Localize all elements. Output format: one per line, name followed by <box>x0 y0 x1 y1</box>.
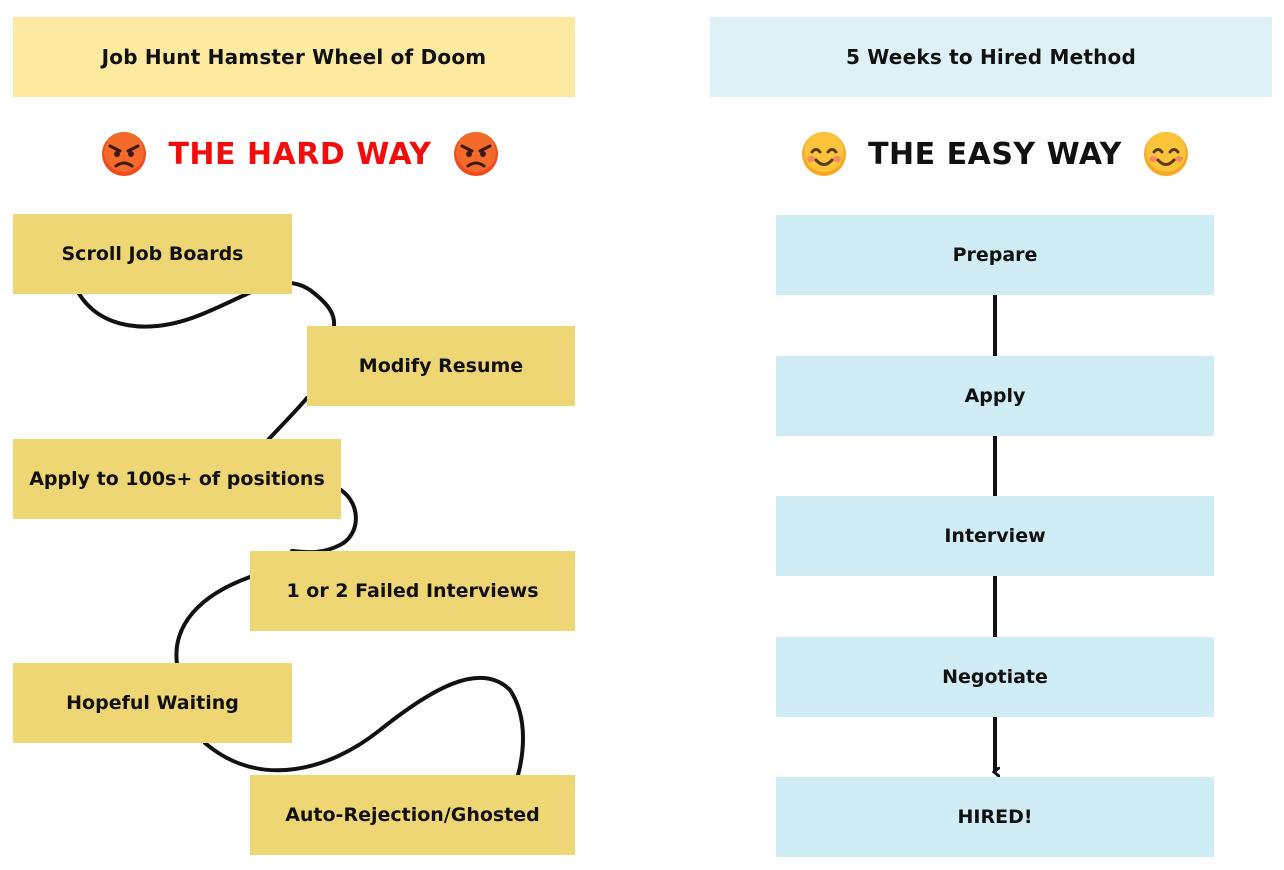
smiling-face-icon <box>800 130 848 178</box>
hard-step-hopeful-waiting: Hopeful Waiting <box>13 663 292 743</box>
hard-step-apply-positions: Apply to 100s+ of positions <box>13 439 341 519</box>
easy-step-negotiate: Negotiate <box>776 637 1214 717</box>
easy-way-heading-text: THE EASY WAY <box>868 136 1122 172</box>
hard-step-failed-interviews: 1 or 2 Failed Interviews <box>250 551 575 631</box>
hard-way-heading: THE HARD WAY <box>100 128 500 180</box>
hard-step-label: Modify Resume <box>358 355 524 377</box>
hard-step-auto-rejection: Auto-Rejection/Ghosted <box>250 775 575 855</box>
hard-way-heading-text: THE HARD WAY <box>168 136 432 172</box>
hard-connector-5 <box>203 675 525 777</box>
hard-step-label: 1 or 2 Failed Interviews <box>286 580 539 602</box>
easy-step-hired: HIRED! <box>776 777 1214 857</box>
easy-step-label: Negotiate <box>942 666 1048 688</box>
angry-face-icon <box>452 130 500 178</box>
easy-step-label: Apply <box>964 385 1026 407</box>
hard-way-banner-text: Job Hunt Hamster Wheel of Doom <box>101 45 487 69</box>
easy-step-apply: Apply <box>776 356 1214 436</box>
hard-connector-2 <box>266 396 309 442</box>
easy-step-label: HIRED! <box>957 806 1033 828</box>
easy-way-banner-text: 5 Weeks to Hired Method <box>845 45 1136 69</box>
hard-step-label: Auto-Rejection/Ghosted <box>285 804 540 826</box>
hard-step-modify-resume: Modify Resume <box>307 326 575 406</box>
easy-step-interview: Interview <box>776 496 1214 576</box>
hard-step-label: Hopeful Waiting <box>66 692 239 714</box>
easy-way-banner: 5 Weeks to Hired Method <box>710 17 1272 97</box>
hard-step-label: Apply to 100s+ of positions <box>29 468 325 490</box>
hard-connector-4 <box>174 575 252 666</box>
hard-step-scroll-job-boards: Scroll Job Boards <box>13 214 292 294</box>
hard-step-label: Scroll Job Boards <box>61 243 244 265</box>
easy-step-label: Prepare <box>952 244 1038 266</box>
hard-connector-1 <box>76 280 337 329</box>
smiling-face-icon <box>1142 130 1190 178</box>
hard-way-banner: Job Hunt Hamster Wheel of Doom <box>13 17 575 97</box>
easy-step-label: Interview <box>944 525 1046 547</box>
easy-way-heading: THE EASY WAY <box>800 128 1190 180</box>
easy-step-prepare: Prepare <box>776 215 1214 295</box>
angry-face-icon <box>100 130 148 178</box>
